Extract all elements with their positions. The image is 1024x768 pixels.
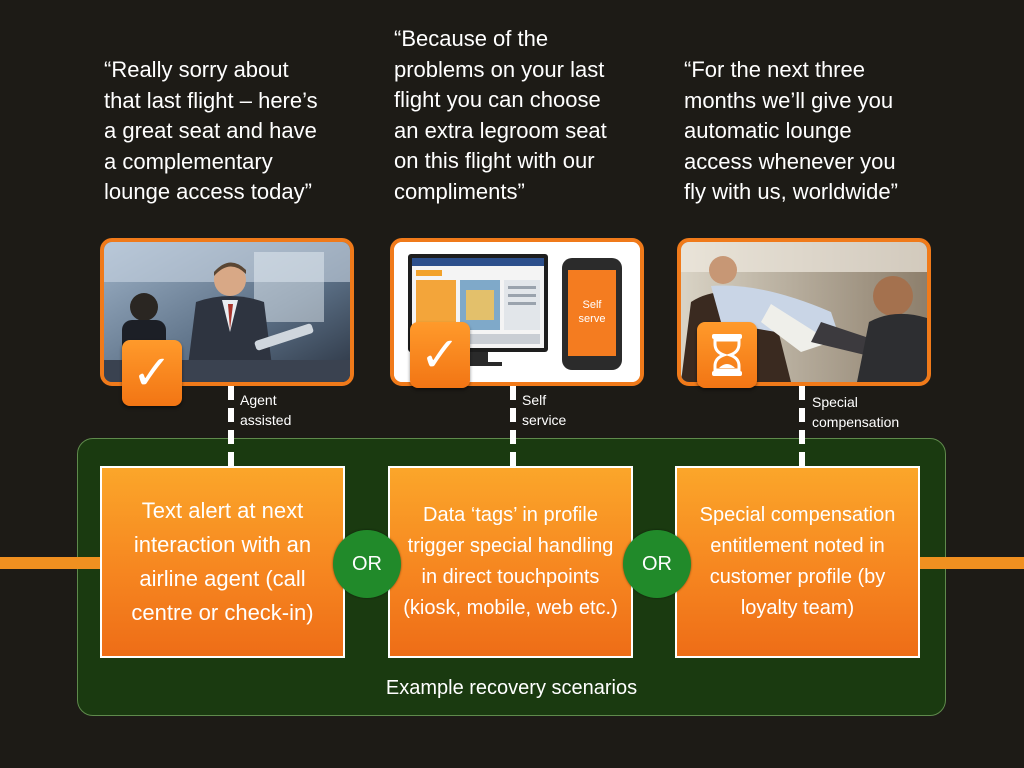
or-connector: OR bbox=[623, 530, 691, 598]
hourglass-icon bbox=[697, 322, 757, 388]
dashed-connector bbox=[799, 386, 805, 466]
hourglass-glyph bbox=[712, 334, 742, 376]
phone-screen-label-line2: serve bbox=[579, 313, 606, 325]
channel-label-special-compensation: Special compensation bbox=[812, 394, 900, 430]
quote-self-service: “Because of the problems on your last fl… bbox=[394, 26, 607, 204]
panel-caption: Example recovery scenarios bbox=[385, 677, 638, 699]
scenario-box-compensation: Special compensation entitlement noted i… bbox=[675, 466, 920, 658]
quote-agent-assisted: “Really sorry about that last flight – h… bbox=[104, 57, 318, 204]
dashed-connector bbox=[228, 386, 234, 466]
check-icon: ✓ bbox=[410, 322, 470, 388]
scenario-box-agent-alert: Text alert at next interaction with an a… bbox=[100, 466, 345, 658]
dashed-connector bbox=[510, 386, 516, 466]
or-connector: OR bbox=[333, 530, 401, 598]
quote-special-compensation: “For the next three months we’ll give yo… bbox=[684, 57, 898, 204]
scenario-box-profile-tags: Data ‘tags’ in profile trigger special h… bbox=[388, 466, 633, 658]
phone-screen-label-line1: Self bbox=[583, 299, 603, 311]
website-and-phone-illustration: Self serve bbox=[394, 242, 640, 382]
channel-label-agent-assisted: Agent assisted bbox=[240, 392, 292, 428]
check-icon: ✓ bbox=[122, 340, 182, 406]
channel-label-self-service: Self service bbox=[522, 392, 567, 428]
